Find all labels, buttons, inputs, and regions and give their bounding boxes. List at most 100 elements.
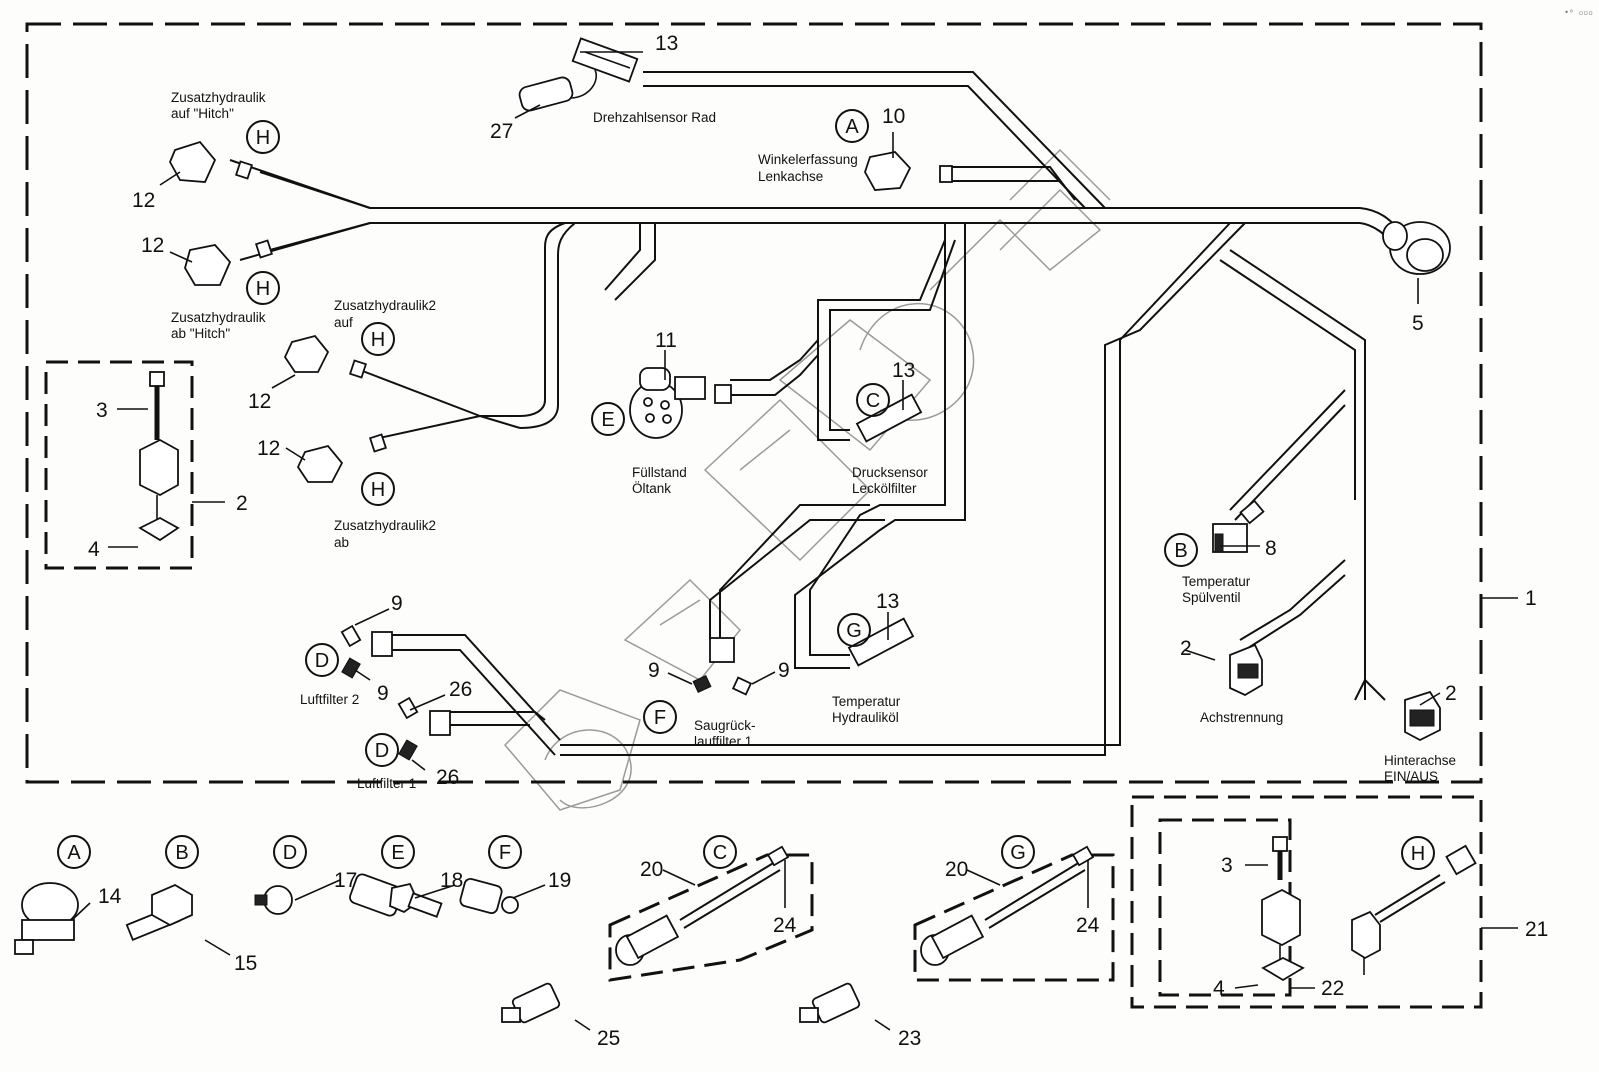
callout-12-d: 12 (257, 437, 280, 460)
svg-text:E: E (391, 842, 404, 864)
kit-box-22 (1158, 818, 1292, 997)
connector-12-d[interactable] (296, 433, 388, 483)
connector-8[interactable] (1212, 499, 1265, 553)
callout-4-left: 4 (88, 538, 100, 561)
callout-3-right: 3 (1221, 854, 1233, 877)
svg-text:H: H (256, 278, 270, 300)
svg-text:D: D (315, 650, 329, 672)
label-zusatz-auf-line2: auf "Hitch" (171, 106, 234, 121)
callout-21: 21 (1525, 918, 1548, 941)
connector-13-top[interactable] (571, 37, 639, 83)
main-trunk (229, 71, 1401, 756)
connector-11[interactable] (629, 367, 732, 439)
callout-12-a: 12 (132, 189, 155, 212)
filter-switch-luft2[interactable] (340, 624, 393, 679)
label-saug-line1: Saugrück- (694, 718, 756, 733)
callout-9-d: 9 (778, 659, 790, 682)
letter-ring-b-spare: B (165, 835, 199, 869)
callout-12-c: 12 (248, 390, 271, 413)
callout-24-g: 24 (1076, 914, 1100, 937)
cable-kit-c[interactable] (615, 845, 790, 966)
label-temp-spuel-line2: Spülventil (1182, 590, 1241, 605)
label-hinterachse-line1: Hinterachse (1384, 753, 1456, 768)
leader-lines (71, 51, 1518, 1031)
label-druck-line2: Leckölfilter (852, 481, 917, 496)
callout-4-right: 4 (1213, 977, 1225, 1000)
label-luftfilter-1: Luftfilter 1 (357, 776, 416, 791)
connector-10[interactable] (864, 151, 953, 191)
letter-ring-a-spare: A (57, 835, 91, 869)
callout-9-a: 9 (391, 592, 403, 615)
callout-2-hinter: 2 (1445, 682, 1457, 705)
letter-ring-g: G (837, 613, 871, 647)
label-luftfilter-2: Luftfilter 2 (300, 692, 359, 707)
connector-5[interactable] (1382, 221, 1451, 275)
sensor-19[interactable] (459, 878, 519, 915)
label-temp-spuel-line1: Temperatur (1182, 574, 1251, 589)
callout-11: 11 (655, 329, 677, 352)
letter-ring-h-2: H (246, 271, 280, 305)
letter-ring-d-1: D (305, 643, 339, 677)
label-zusatz2-ab-line2: ab (334, 535, 349, 550)
callout-23: 23 (898, 1027, 921, 1050)
label-zusatz2-auf-line1: Zusatzhydraulik2 (334, 298, 436, 313)
letter-ring-e: E (591, 402, 625, 436)
label-fuellstand-line1: Füllstand (632, 465, 687, 480)
valve-plug-h-cable[interactable] (1351, 844, 1477, 960)
svg-text:H: H (1411, 843, 1425, 865)
connector-12-b[interactable] (184, 239, 274, 286)
callout-22: 22 (1321, 977, 1344, 1000)
callout-20-c: 20 (640, 858, 663, 881)
label-zusatz2-ab-line1: Zusatzhydraulik2 (334, 518, 436, 533)
label-zusatz2-auf-line2: auf (334, 315, 353, 330)
callout-9-b: 9 (377, 682, 389, 705)
callout-26-a: 26 (449, 678, 472, 701)
letter-ring-h-4: H (361, 472, 395, 506)
svg-text:F: F (499, 842, 511, 864)
callout-25: 25 (597, 1027, 620, 1050)
callout-15: 15 (234, 952, 257, 975)
valve-plug-hinterachse[interactable] (1404, 690, 1441, 742)
sensor-23[interactable] (799, 982, 861, 1024)
filter-switch-saug[interactable] (692, 637, 753, 696)
svg-text:F: F (654, 707, 666, 729)
valve-plug-2-detail[interactable] (138, 371, 180, 542)
label-winkel-line2: Lenkachse (758, 169, 823, 184)
callout-26-b: 26 (436, 766, 459, 789)
label-zusatz-auf-line1: Zusatzhydraulik (171, 90, 266, 105)
letter-ring-a: A (835, 109, 869, 143)
sensor-18[interactable] (348, 873, 443, 918)
letter-ring-d-spare: D (273, 835, 307, 869)
svg-text:H: H (371, 329, 385, 351)
connector-12-c[interactable] (283, 334, 368, 379)
connector-13-c[interactable] (855, 393, 923, 443)
svg-text:C: C (713, 842, 727, 864)
sensor-14[interactable] (14, 882, 79, 955)
callout-17: 17 (334, 869, 357, 892)
callout-3-left: 3 (96, 399, 108, 422)
filter-switch-luft1[interactable] (397, 696, 451, 761)
kit-box-21 (1130, 795, 1483, 1009)
svg-text:G: G (1010, 842, 1026, 864)
sensor-17[interactable] (254, 885, 293, 915)
callout-9-c: 9 (648, 659, 660, 682)
watermark (503, 148, 1111, 811)
letter-ring-b: B (1164, 533, 1198, 567)
valve-plug-achstrennung[interactable] (1229, 643, 1263, 697)
sensor-25[interactable] (501, 982, 561, 1024)
callout-24-c: 24 (773, 914, 797, 937)
callout-13-c: 13 (892, 359, 915, 382)
callout-12-b: 12 (141, 234, 164, 257)
cable-kit-g[interactable] (920, 845, 1095, 966)
label-hinterachse-line2: EIN/AUS (1384, 769, 1438, 784)
detail-box-2 (44, 360, 194, 570)
connector-12-a[interactable] (169, 140, 254, 183)
callout-13-g: 13 (876, 590, 899, 613)
connector-13-g[interactable] (847, 617, 915, 667)
callout-2-left: 2 (236, 492, 248, 515)
svg-text:C: C (866, 390, 880, 412)
valve-plug-22-detail[interactable] (1261, 836, 1305, 982)
sensor-15[interactable] (125, 883, 193, 941)
letter-ring-d-2: D (365, 733, 399, 767)
connector-27[interactable] (518, 69, 597, 112)
